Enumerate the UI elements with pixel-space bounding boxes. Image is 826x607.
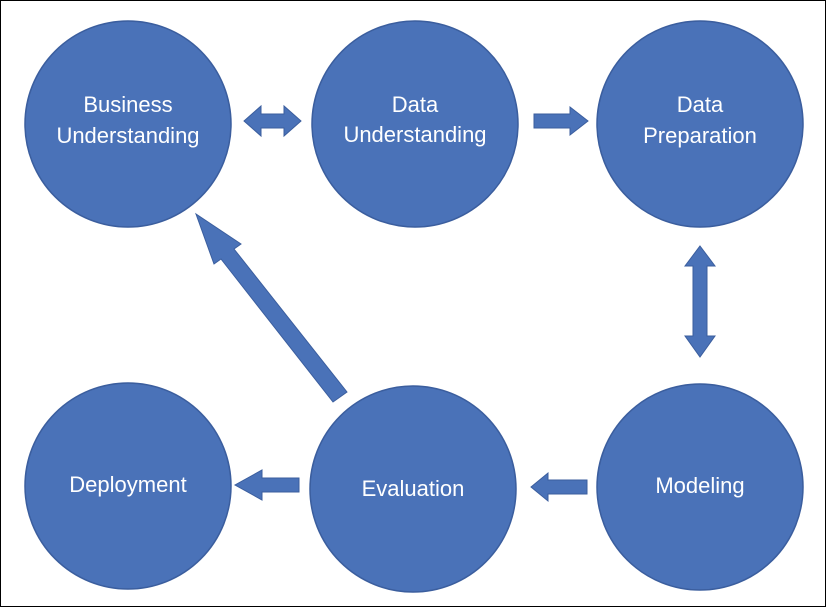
node-deployment: Deployment	[24, 382, 232, 590]
node-circle	[311, 20, 519, 228]
arrow-evaluation-to-business	[195, 212, 348, 403]
node-label-line1: Business	[83, 92, 172, 117]
node-label: Deployment	[69, 472, 186, 497]
double-arrow-preparation-modeling	[684, 245, 716, 358]
node-evaluation: Evaluation	[309, 385, 517, 593]
node-data-preparation: Data Preparation	[596, 20, 804, 228]
node-modeling: Modeling	[596, 383, 804, 591]
node-business-understanding: Business Understanding	[24, 20, 232, 228]
arrow-data-understanding-to-preparation	[533, 105, 589, 137]
node-label: Evaluation	[362, 476, 465, 501]
node-circle	[596, 20, 804, 228]
node-data-understanding: Data Understanding	[311, 20, 519, 228]
node-circle	[24, 382, 232, 590]
node-label-line2: Understanding	[343, 122, 486, 147]
double-arrow-business-data-understanding	[243, 104, 302, 138]
node-circle	[24, 20, 232, 228]
node-label-line2: Understanding	[56, 123, 199, 148]
node-label: Modeling	[655, 473, 744, 498]
arrow-evaluation-to-deployment	[233, 469, 300, 501]
node-label-line1: Data	[677, 92, 724, 117]
node-circle	[596, 383, 804, 591]
node-label-line2: Preparation	[643, 123, 757, 148]
node-circle	[309, 385, 517, 593]
arrow-modeling-to-evaluation	[530, 471, 588, 503]
node-label-line1: Data	[392, 92, 439, 117]
